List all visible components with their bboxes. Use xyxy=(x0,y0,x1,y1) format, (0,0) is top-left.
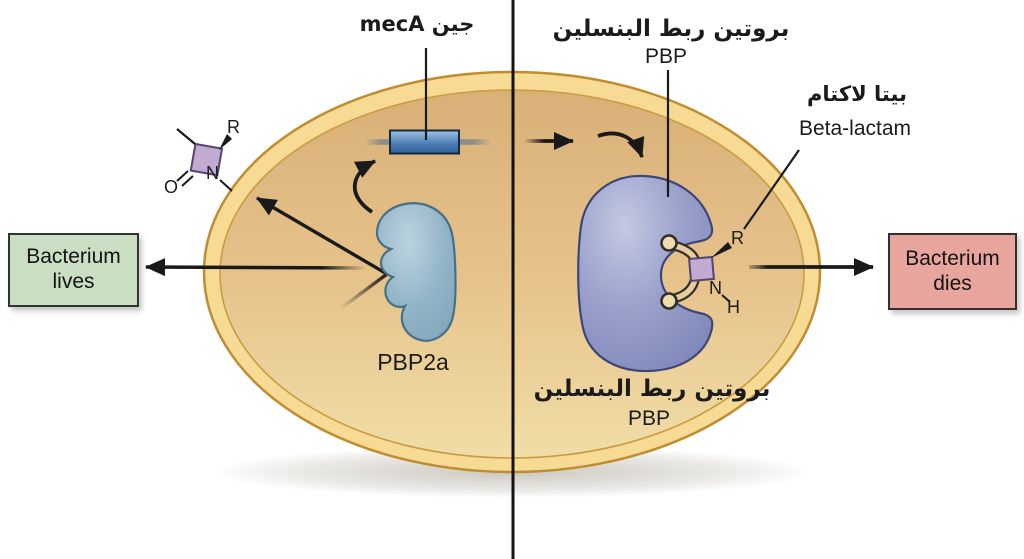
double-bond-o-2 xyxy=(181,175,194,187)
atom-label-r-bound: R xyxy=(731,228,744,248)
pbp-label-bottom-english: PBP xyxy=(627,407,671,430)
oxygen-atom-top xyxy=(660,234,678,252)
meca-gene-rect xyxy=(389,129,460,155)
pbp-protein-shape xyxy=(577,174,714,373)
pbp-label-top-english: PBP xyxy=(644,45,688,68)
atom-label-r-free: R xyxy=(227,117,240,137)
meca-gene-label: جين mecA xyxy=(359,12,475,36)
pbp-label-bottom-arabic: بروتين ربط البنسلين xyxy=(533,376,771,402)
pbp2a-protein-shape xyxy=(375,202,457,342)
atom-label-h-bound: H xyxy=(727,297,740,317)
dies-line2: dies xyxy=(933,271,972,295)
arrow-pbp2a-to-gene xyxy=(352,159,376,214)
arrow-to-beta-lactam-free xyxy=(256,196,388,276)
lives-line1: Bacterium xyxy=(26,245,121,269)
pointer-beta-lactam xyxy=(743,149,800,230)
lives-line2: lives xyxy=(52,270,95,293)
beta-lactam-ring-bound xyxy=(687,255,715,283)
atom-label-n-free: N xyxy=(206,163,219,183)
wedge-bond-r-bound xyxy=(711,242,732,258)
beta-lactam-label-english: Beta-lactam xyxy=(798,117,912,140)
oxygen-atom-bottom xyxy=(660,292,678,310)
beta-lactam-free: R O N xyxy=(164,117,240,197)
bacterium-dies-box: Bacterium dies xyxy=(888,233,1017,310)
dies-line1: Bacterium xyxy=(905,246,1000,270)
methyl-bond xyxy=(176,128,196,145)
pbp-label-top-arabic: بروتين ربط البنسلين xyxy=(552,16,790,42)
bond-n-h xyxy=(721,294,731,303)
double-bond-o-1 xyxy=(176,170,189,182)
atom-label-n-bound: N xyxy=(709,278,722,298)
beta-lactam-bound: R N H xyxy=(660,228,744,317)
pbp2a-label: PBP2a xyxy=(377,349,449,375)
bacterium-lives-box: Bacterium lives xyxy=(8,233,139,307)
divider-line xyxy=(511,0,515,559)
branch-line-fading xyxy=(338,272,389,311)
bond-n-tail xyxy=(219,179,233,192)
beta-lactam-ring-free xyxy=(189,142,224,177)
atom-label-o-free: O xyxy=(164,177,178,197)
arrow-to-lives xyxy=(145,258,367,277)
wedge-bond-r-free xyxy=(219,134,232,150)
beta-lactam-label-arabic: بيتا لاكتام xyxy=(807,82,907,106)
arrow-to-pbp-protein xyxy=(597,131,645,158)
